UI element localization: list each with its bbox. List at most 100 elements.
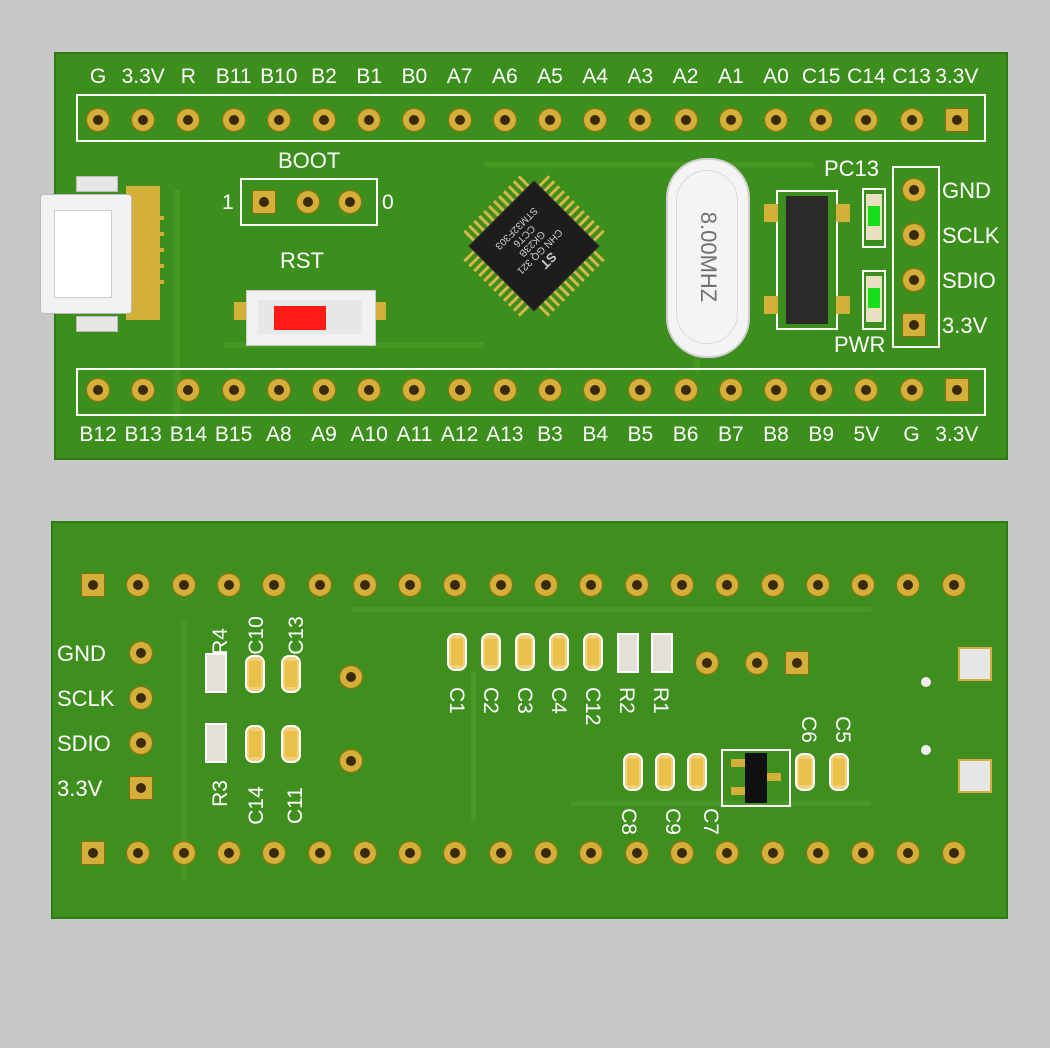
capacitor-c11 bbox=[281, 725, 301, 763]
rst-label: RST bbox=[280, 248, 324, 273]
header-pin bbox=[266, 378, 291, 402]
part-label-r3: R3 bbox=[208, 780, 232, 807]
small-hole bbox=[921, 745, 931, 755]
chip-leg bbox=[582, 260, 595, 273]
header-pin bbox=[538, 108, 562, 132]
pin-label: R bbox=[180, 65, 196, 88]
header-pin bbox=[492, 108, 517, 132]
boot-pin bbox=[296, 190, 320, 214]
pin-label: B10 bbox=[260, 65, 298, 88]
header-pin bbox=[357, 108, 382, 132]
via bbox=[695, 651, 719, 675]
header-pin bbox=[176, 108, 201, 132]
header-pin bbox=[488, 841, 513, 865]
pin-label: A10 bbox=[350, 423, 388, 446]
part-label-c9: C9 bbox=[660, 808, 684, 835]
mounting-pad bbox=[958, 759, 992, 793]
small-hole bbox=[921, 677, 931, 687]
pin-label: 3.3V bbox=[121, 65, 165, 88]
chip-leg bbox=[473, 219, 486, 232]
transistor-ic bbox=[721, 749, 791, 807]
pin-label: A1 bbox=[717, 65, 744, 88]
resistor bbox=[651, 633, 673, 673]
chip-leg bbox=[492, 279, 506, 292]
header-pin bbox=[357, 378, 382, 402]
via bbox=[745, 651, 769, 675]
part-label: C3 bbox=[513, 687, 536, 714]
chip-leg bbox=[497, 195, 510, 208]
chip-leg bbox=[548, 185, 561, 198]
header-pin bbox=[538, 378, 562, 402]
header-pin bbox=[583, 108, 608, 132]
chip-leg bbox=[562, 279, 576, 292]
header-pin bbox=[673, 378, 698, 402]
via bbox=[785, 651, 809, 675]
bottom-header-outline bbox=[76, 368, 986, 416]
header-pin bbox=[86, 378, 110, 402]
part-label-c8: C8 bbox=[616, 808, 640, 835]
header-pin bbox=[488, 573, 513, 597]
chip-leg bbox=[567, 204, 580, 218]
pwr-led bbox=[862, 270, 886, 330]
pin-label: A2 bbox=[672, 65, 699, 88]
header-pin bbox=[941, 573, 966, 597]
chip-leg bbox=[502, 289, 515, 302]
mcu-chip: ST CHN GQ 321 GK23B CCT6 STM32F303 bbox=[444, 156, 624, 336]
pc13-led bbox=[862, 188, 886, 248]
capacitor-c9 bbox=[655, 753, 675, 791]
swd-pin-label: GND bbox=[57, 641, 106, 666]
trace bbox=[351, 607, 871, 612]
boot-jumper[interactable] bbox=[240, 178, 378, 226]
chip-leg bbox=[567, 274, 580, 288]
header-pin bbox=[398, 573, 423, 597]
header-pin bbox=[624, 573, 649, 597]
chip-leg bbox=[592, 229, 605, 242]
header-pin bbox=[307, 573, 332, 597]
part-label: R1 bbox=[649, 687, 672, 714]
capacitor-c10 bbox=[245, 655, 265, 693]
header-pin bbox=[944, 378, 969, 402]
capacitor bbox=[549, 633, 569, 671]
header-pin bbox=[805, 573, 830, 597]
trace bbox=[181, 621, 187, 881]
pin-label: B7 bbox=[717, 423, 744, 446]
pin-label: B15 bbox=[214, 423, 253, 446]
swd-pin bbox=[902, 268, 926, 292]
pin-label: A5 bbox=[537, 65, 563, 88]
header-pin bbox=[669, 573, 694, 597]
swd-pin bbox=[902, 313, 926, 337]
micro-usb-connector bbox=[40, 176, 164, 332]
pin-label: B2 bbox=[311, 65, 337, 88]
boot-pos-1-label: 1 bbox=[222, 191, 234, 214]
swd-pin-label: 3.3V bbox=[57, 776, 103, 801]
capacitor-c5 bbox=[829, 753, 849, 791]
boot-label: BOOT bbox=[278, 148, 341, 173]
swd-pin bbox=[129, 731, 153, 755]
header-pin bbox=[221, 378, 246, 402]
chip-leg bbox=[558, 284, 571, 297]
header-pin bbox=[534, 573, 558, 597]
chip-leg bbox=[517, 304, 530, 317]
header-pin bbox=[628, 378, 653, 402]
swd-pin-label: SDIO bbox=[57, 731, 111, 756]
part-label-c6: C6 bbox=[796, 716, 820, 743]
reset-button[interactable] bbox=[234, 290, 386, 346]
pin-label: A3 bbox=[627, 65, 654, 88]
header-pin bbox=[854, 108, 879, 132]
pin-label: B11 bbox=[215, 65, 252, 88]
chip-leg bbox=[538, 304, 551, 317]
swd-pin bbox=[129, 776, 153, 800]
header-pin bbox=[896, 841, 921, 865]
part-label: C12 bbox=[581, 687, 604, 726]
header-pin bbox=[262, 841, 287, 865]
part-label-c7: C7 bbox=[698, 808, 722, 835]
header-pin bbox=[447, 108, 472, 132]
pin-label: A6 bbox=[491, 65, 518, 88]
chip-leg bbox=[587, 224, 600, 237]
header-pin bbox=[809, 378, 834, 402]
pin-label: A11 bbox=[396, 423, 433, 446]
pin-label: B12 bbox=[79, 423, 117, 446]
top-header-outline bbox=[76, 94, 986, 142]
part-label-c5: C5 bbox=[830, 716, 854, 743]
